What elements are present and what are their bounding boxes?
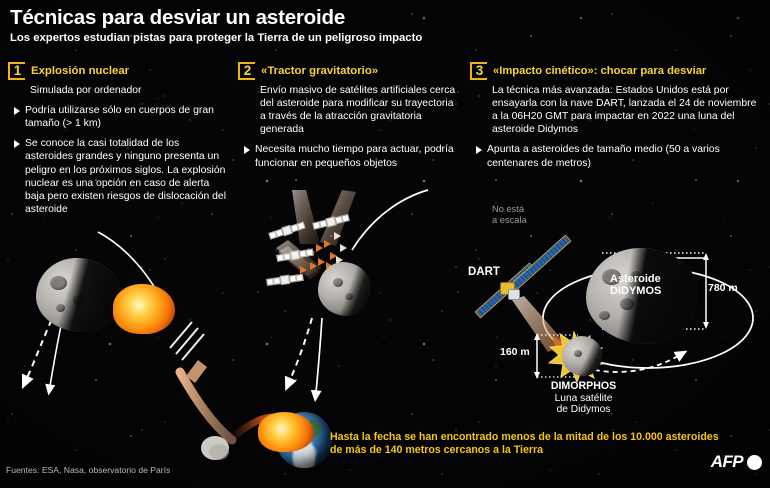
step-1-number: 1	[13, 63, 22, 79]
c2-curve-top	[351, 189, 429, 251]
step-1-heading: 1 Explosión nuclear	[8, 62, 230, 80]
step-2-number: 2	[243, 63, 252, 79]
afp-wordmark: AFP	[710, 452, 744, 471]
c3-dimorphos-moon	[562, 336, 602, 376]
step-3-title: «Impacto cinético»: chocar para desviar	[493, 64, 707, 77]
c2-thrust-cones	[276, 190, 356, 280]
step-2-number-badge: 2	[238, 62, 255, 80]
dimorphos-label-group: DIMORPHOS Luna satélite de Didymos	[531, 380, 636, 416]
step-1-bullet-2-text: Se conoce la casi totalidad de los aster…	[25, 138, 227, 215]
afp-logo: AFP	[711, 452, 762, 472]
c1-dashed-original-path	[21, 309, 57, 389]
afp-dot-icon	[747, 454, 762, 470]
column-gravity-tractor: 2 «Tractor gravitatorio» Envío masivo de…	[238, 62, 460, 177]
step-3-bullet-1: Apunta a asteroides de tamaño medio (50 …	[470, 143, 764, 169]
c2-gravity-particles-pale	[328, 232, 347, 280]
triangle-bullet-icon	[14, 140, 20, 149]
step-1-bullet-1-text: Podría utilizarse sólo en cuerpos de gra…	[25, 105, 214, 130]
earth-impact-blast	[258, 412, 314, 452]
triangle-bullet-icon	[476, 146, 482, 155]
dimorphos-name: DIMORPHOS	[550, 380, 617, 392]
no-scale-note: No está a escala	[492, 204, 527, 226]
step-1-title: Explosión nuclear	[31, 64, 130, 77]
c3-orbit-direction-arrow	[585, 350, 688, 373]
triangle-bullet-icon	[14, 107, 20, 116]
dimorphos-sub: Luna satélite de Didymos	[554, 392, 613, 416]
c2-dashed-original-path	[284, 317, 313, 392]
c1-impact-trail	[226, 413, 290, 444]
step-3-number: 3	[475, 63, 484, 79]
c1-curve-top	[97, 231, 171, 319]
c1-rocket-fins	[169, 321, 205, 361]
step-1-bullet-2: Se conoce la casi totalidad de los aster…	[8, 137, 230, 216]
c1-small-asteroid-shadow	[209, 444, 229, 460]
step-2-title: «Tractor gravitatorio»	[261, 64, 379, 77]
c2-solid-deflect-arrow	[310, 317, 323, 403]
dart-label: DART	[468, 266, 500, 278]
earth-globe	[276, 412, 332, 468]
c2-asteroid	[318, 262, 370, 316]
c2-gravity-particles	[300, 240, 337, 274]
page-subtitle: Los expertos estudian pistas para proteg…	[10, 31, 423, 44]
c3-impact-starburst	[547, 330, 605, 384]
didymos-label: Asteroide DIDYMOS	[610, 273, 662, 298]
c1-rocket-nose	[186, 360, 207, 383]
dimorphos-diameter-label: 160 m	[500, 346, 530, 358]
column-nuclear-explosion: 1 Explosión nuclear Simulada por ordenad…	[8, 62, 230, 223]
c1-small-asteroid	[201, 436, 229, 460]
step-1-bullet-1: Podría utilizarse sólo en cuerpos de gra…	[8, 104, 230, 130]
step-1-caption: Simulada por ordenador	[30, 85, 142, 96]
step-2-bullet-1: Necesita mucho tiempo para actuar, podrí…	[238, 143, 460, 169]
c3-160m-dimension	[534, 333, 540, 379]
footer-highlight: Hasta la fecha se han encontrado menos d…	[330, 431, 719, 456]
c1-main-asteroid	[36, 258, 120, 332]
c1-nuclear-blast	[113, 284, 175, 334]
step-2-bullet-1-text: Necesita mucho tiempo para actuar, podrí…	[255, 144, 454, 169]
step-3-number-badge: 3	[470, 62, 487, 80]
sources-note: Fuentes: ESA, Nasa, observatorio de Parí…	[6, 465, 171, 475]
step-2-heading: 2 «Tractor gravitatorio»	[238, 62, 460, 80]
triangle-bullet-icon	[244, 146, 250, 155]
page-title: Técnicas para desviar un asteroide	[10, 6, 346, 29]
step-3-bullet-1-text: Apunta a asteroides de tamaño medio (50 …	[487, 144, 720, 169]
step-3-heading: 3 «Impacto cinético»: chocar para desvia…	[470, 62, 764, 80]
step-2-caption: Envío masivo de satélites artificiales c…	[260, 85, 456, 136]
c3-dart-trajectory-cone	[512, 296, 566, 352]
column-kinetic-impact: 3 «Impacto cinético»: chocar para desvia…	[470, 62, 764, 177]
didymos-diameter-label: 780 m	[708, 282, 738, 294]
c1-rocket-body-trail	[175, 367, 237, 445]
step-1-number-badge: 1	[8, 62, 25, 80]
step-3-caption: La técnica más avanzada: Estados Unidos …	[492, 85, 757, 136]
c3-dart-impact-arrowhead	[552, 336, 570, 356]
header: Técnicas para desviar un asteroide Los e…	[0, 0, 770, 44]
c1-solid-deflect-arrow	[45, 311, 65, 396]
